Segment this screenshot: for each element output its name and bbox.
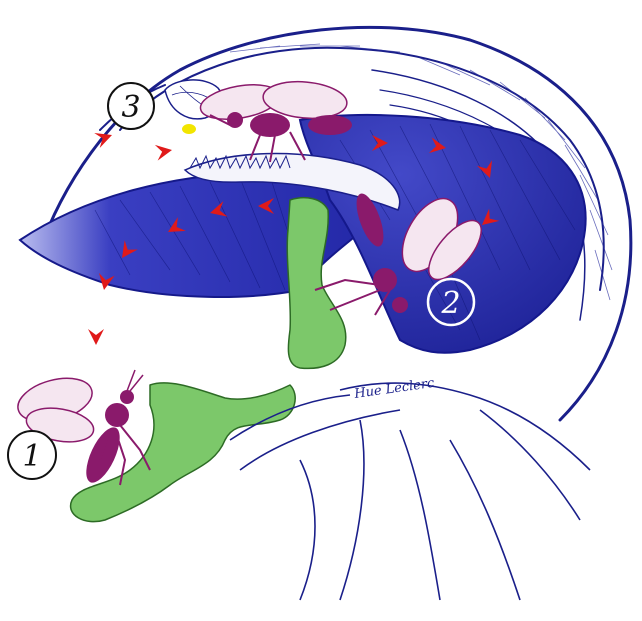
marker-3: 3 [108, 83, 154, 129]
marker-3-label: 3 [121, 90, 140, 125]
marker-2-label: 2 [440, 286, 460, 321]
marker-1: 1 [8, 431, 56, 479]
artist-signature: Hue Leclerc [352, 376, 435, 402]
marker-1-label: 1 [22, 439, 41, 474]
pollen-icon [182, 124, 196, 134]
